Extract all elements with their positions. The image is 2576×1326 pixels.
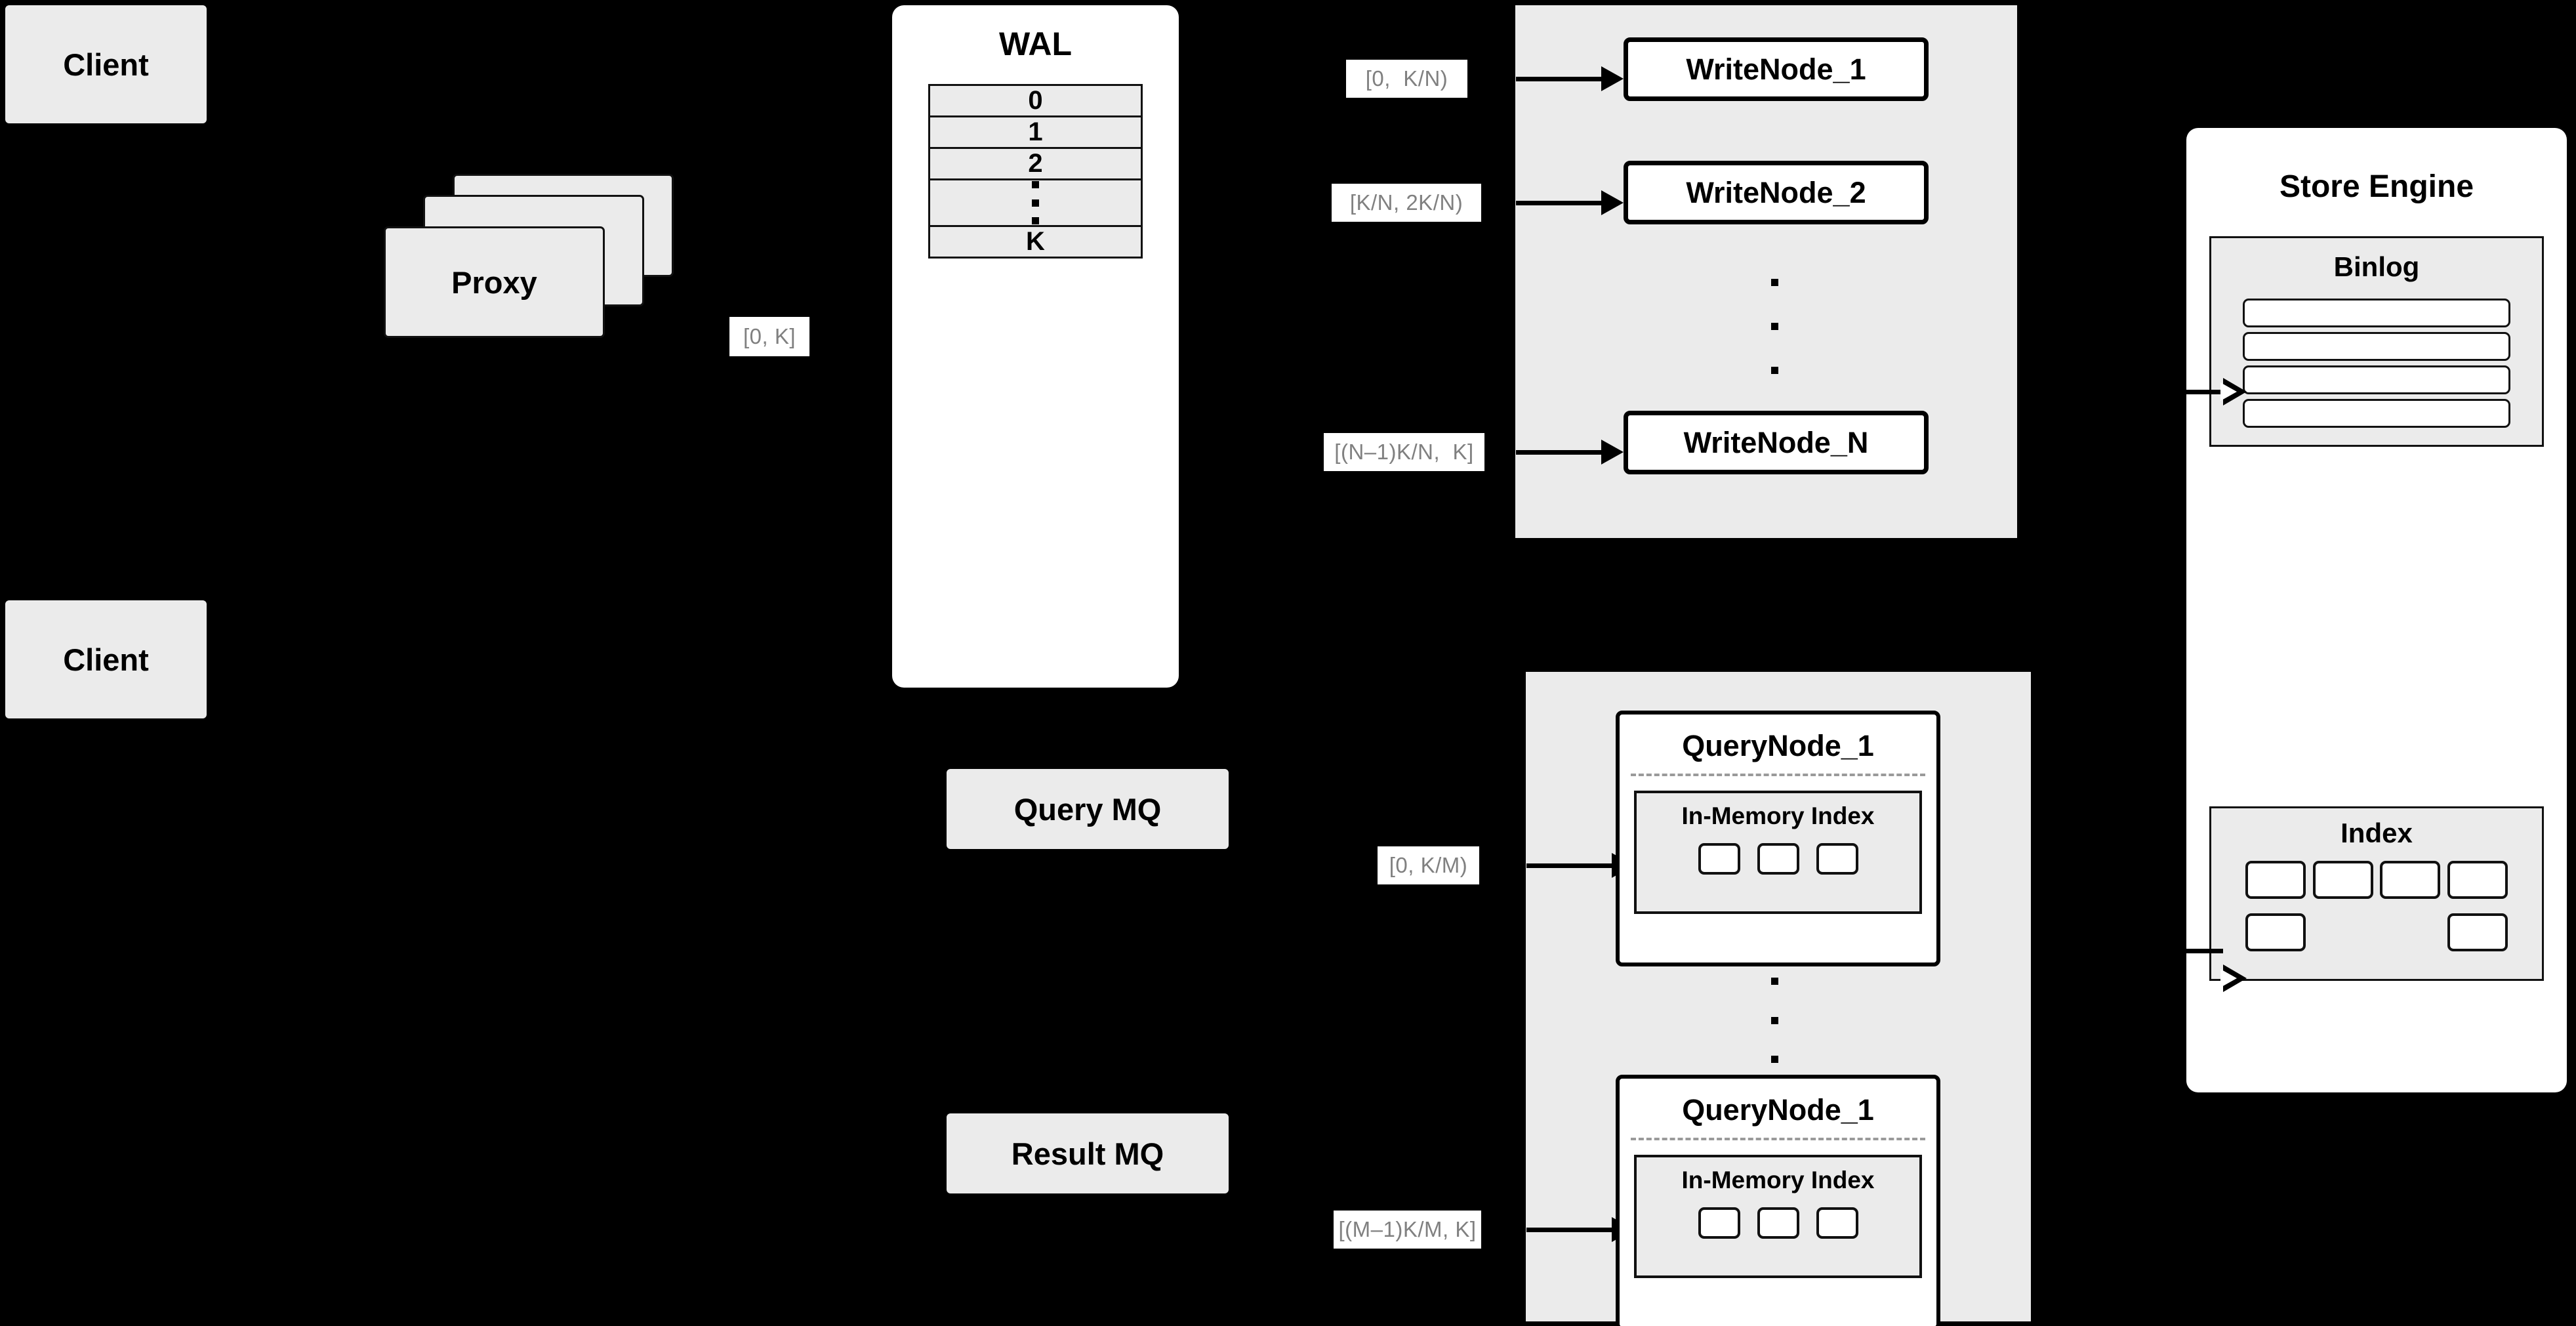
write-node-1-box[interactable]: WriteNode_1	[1624, 37, 1929, 101]
query-node-1-range-text: [0, K/M)	[1389, 853, 1468, 877]
binlog-slab[interactable]	[2243, 399, 2510, 428]
index-arrow-line	[2186, 949, 2223, 953]
query-node-1-arrow-line	[1526, 863, 1612, 868]
write-node-n-arrow-head-icon	[1601, 440, 1624, 465]
write-node-2-label: WriteNode_2	[1686, 175, 1866, 209]
binlog-slab[interactable]	[2243, 299, 2510, 327]
index-arrow-head-icon	[2220, 964, 2247, 992]
binlog-box: Binlog	[2209, 236, 2544, 447]
index-box: Index	[2209, 806, 2544, 981]
write-node-1-range-label: [0, K/N)	[1346, 60, 1467, 98]
proxy-label: Proxy	[451, 264, 537, 300]
write-node-2-arrow-head-icon	[1601, 190, 1624, 215]
index-chip[interactable]	[2447, 861, 2508, 899]
binlog-arrow-head-icon	[2220, 378, 2247, 405]
query-node-2-in-memory-index-title: In-Memory Index	[1681, 1167, 1875, 1193]
write-node-1-arrow-head-icon	[1601, 66, 1624, 91]
query-node-2-range-label: [(M–1)K/M, K]	[1334, 1211, 1481, 1249]
client-box-1[interactable]: Client	[5, 5, 207, 123]
binlog-slab-list	[2243, 299, 2510, 428]
proxy-card-front[interactable]: Proxy	[384, 226, 605, 338]
wal-row-ellipsis	[930, 180, 1141, 227]
wal-row-0-value: 0	[1028, 86, 1043, 115]
query-node-2-label: QueryNode_1	[1682, 1093, 1874, 1127]
query-node-1-index-chip[interactable]	[1757, 843, 1799, 875]
query-node-2-index-chip-row	[1637, 1207, 1919, 1239]
write-node-n-range-label: [(N–1)K/N, K]	[1324, 433, 1484, 471]
query-node-1-index-chip[interactable]	[1816, 843, 1858, 875]
write-node-1-label: WriteNode_1	[1686, 52, 1866, 86]
wal-title: WAL	[998, 26, 1073, 62]
store-engine-panel: Store Engine Binlog Index	[2186, 128, 2567, 1092]
result-mq-label: Result MQ	[1011, 1136, 1164, 1171]
proxy-range-text: [0, K]	[743, 324, 796, 348]
wal-row-1[interactable]: 1	[930, 117, 1141, 149]
query-node-2-box[interactable]: QueryNode_1 In-Memory Index	[1616, 1075, 1940, 1326]
query-node-2-range-text: [(M–1)K/M, K]	[1338, 1217, 1477, 1241]
store-engine-title: Store Engine	[2279, 169, 2474, 204]
write-node-n-range-text: [(N–1)K/N, K]	[1334, 440, 1474, 464]
index-chip[interactable]	[2447, 913, 2508, 951]
wal-panel: WAL 0 1 2 K	[892, 5, 1179, 688]
wal-row-2[interactable]: 2	[930, 149, 1141, 180]
query-node-1-range-label: [0, K/M)	[1378, 846, 1479, 884]
binlog-title: Binlog	[2333, 251, 2420, 282]
query-node-1-index-chip[interactable]	[1698, 843, 1740, 875]
binlog-slab[interactable]	[2243, 332, 2510, 361]
wal-vertical-ellipsis-icon	[1032, 181, 1039, 224]
query-node-1-label: QueryNode_1	[1682, 729, 1874, 762]
query-cluster-vertical-ellipsis-icon	[1771, 978, 1778, 1063]
wal-row-1-value: 1	[1028, 117, 1043, 146]
index-title: Index	[2341, 818, 2413, 848]
query-node-2-separator	[1631, 1138, 1925, 1140]
write-node-2-box[interactable]: WriteNode_2	[1624, 161, 1929, 224]
index-chip[interactable]	[2245, 861, 2306, 899]
query-node-2-in-memory-index: In-Memory Index	[1634, 1155, 1922, 1278]
query-node-2-index-chip[interactable]	[1698, 1207, 1740, 1239]
binlog-slab[interactable]	[2243, 365, 2510, 394]
wal-table: 0 1 2 K	[928, 84, 1143, 259]
query-node-1-in-memory-index: In-Memory Index	[1634, 791, 1922, 914]
client-label-1: Client	[63, 47, 149, 82]
query-node-1-index-chip-row	[1637, 843, 1919, 875]
query-node-1-box[interactable]: QueryNode_1 In-Memory Index	[1616, 711, 1940, 966]
query-mq-label: Query MQ	[1013, 791, 1162, 827]
write-node-2-arrow-line	[1516, 201, 1601, 205]
index-chip[interactable]	[2312, 861, 2373, 899]
index-chip[interactable]	[2245, 913, 2306, 951]
client-label-2: Client	[63, 642, 149, 677]
query-mq-box[interactable]: Query MQ	[947, 769, 1229, 849]
query-node-2-index-chip[interactable]	[1816, 1207, 1858, 1239]
query-node-2-arrow-line	[1526, 1228, 1612, 1232]
wal-row-0[interactable]: 0	[930, 86, 1141, 117]
query-node-1-separator	[1631, 774, 1925, 776]
query-node-1-in-memory-index-title: In-Memory Index	[1681, 802, 1875, 829]
result-mq-box[interactable]: Result MQ	[947, 1113, 1229, 1193]
write-node-1-arrow-line	[1516, 77, 1601, 81]
wal-row-2-value: 2	[1028, 149, 1043, 178]
client-box-2[interactable]: Client	[5, 600, 207, 718]
write-node-2-range-text: [K/N, 2K/N)	[1349, 190, 1463, 215]
binlog-arrow-line	[2186, 390, 2223, 394]
index-chip-grid	[2245, 861, 2508, 951]
write-cluster-vertical-ellipsis-icon	[1771, 279, 1778, 374]
proxy-range-label: [0, K]	[729, 317, 809, 356]
write-node-n-arrow-line	[1516, 450, 1601, 455]
write-node-1-range-text: [0, K/N)	[1365, 66, 1448, 91]
wal-row-k[interactable]: K	[930, 227, 1141, 257]
index-chip[interactable]	[2380, 861, 2441, 899]
write-node-n-box[interactable]: WriteNode_N	[1624, 411, 1929, 474]
query-node-2-index-chip[interactable]	[1757, 1207, 1799, 1239]
write-node-n-label: WriteNode_N	[1683, 425, 1869, 459]
write-node-2-range-label: [K/N, 2K/N)	[1332, 184, 1481, 222]
wal-row-k-value: K	[1026, 227, 1045, 256]
